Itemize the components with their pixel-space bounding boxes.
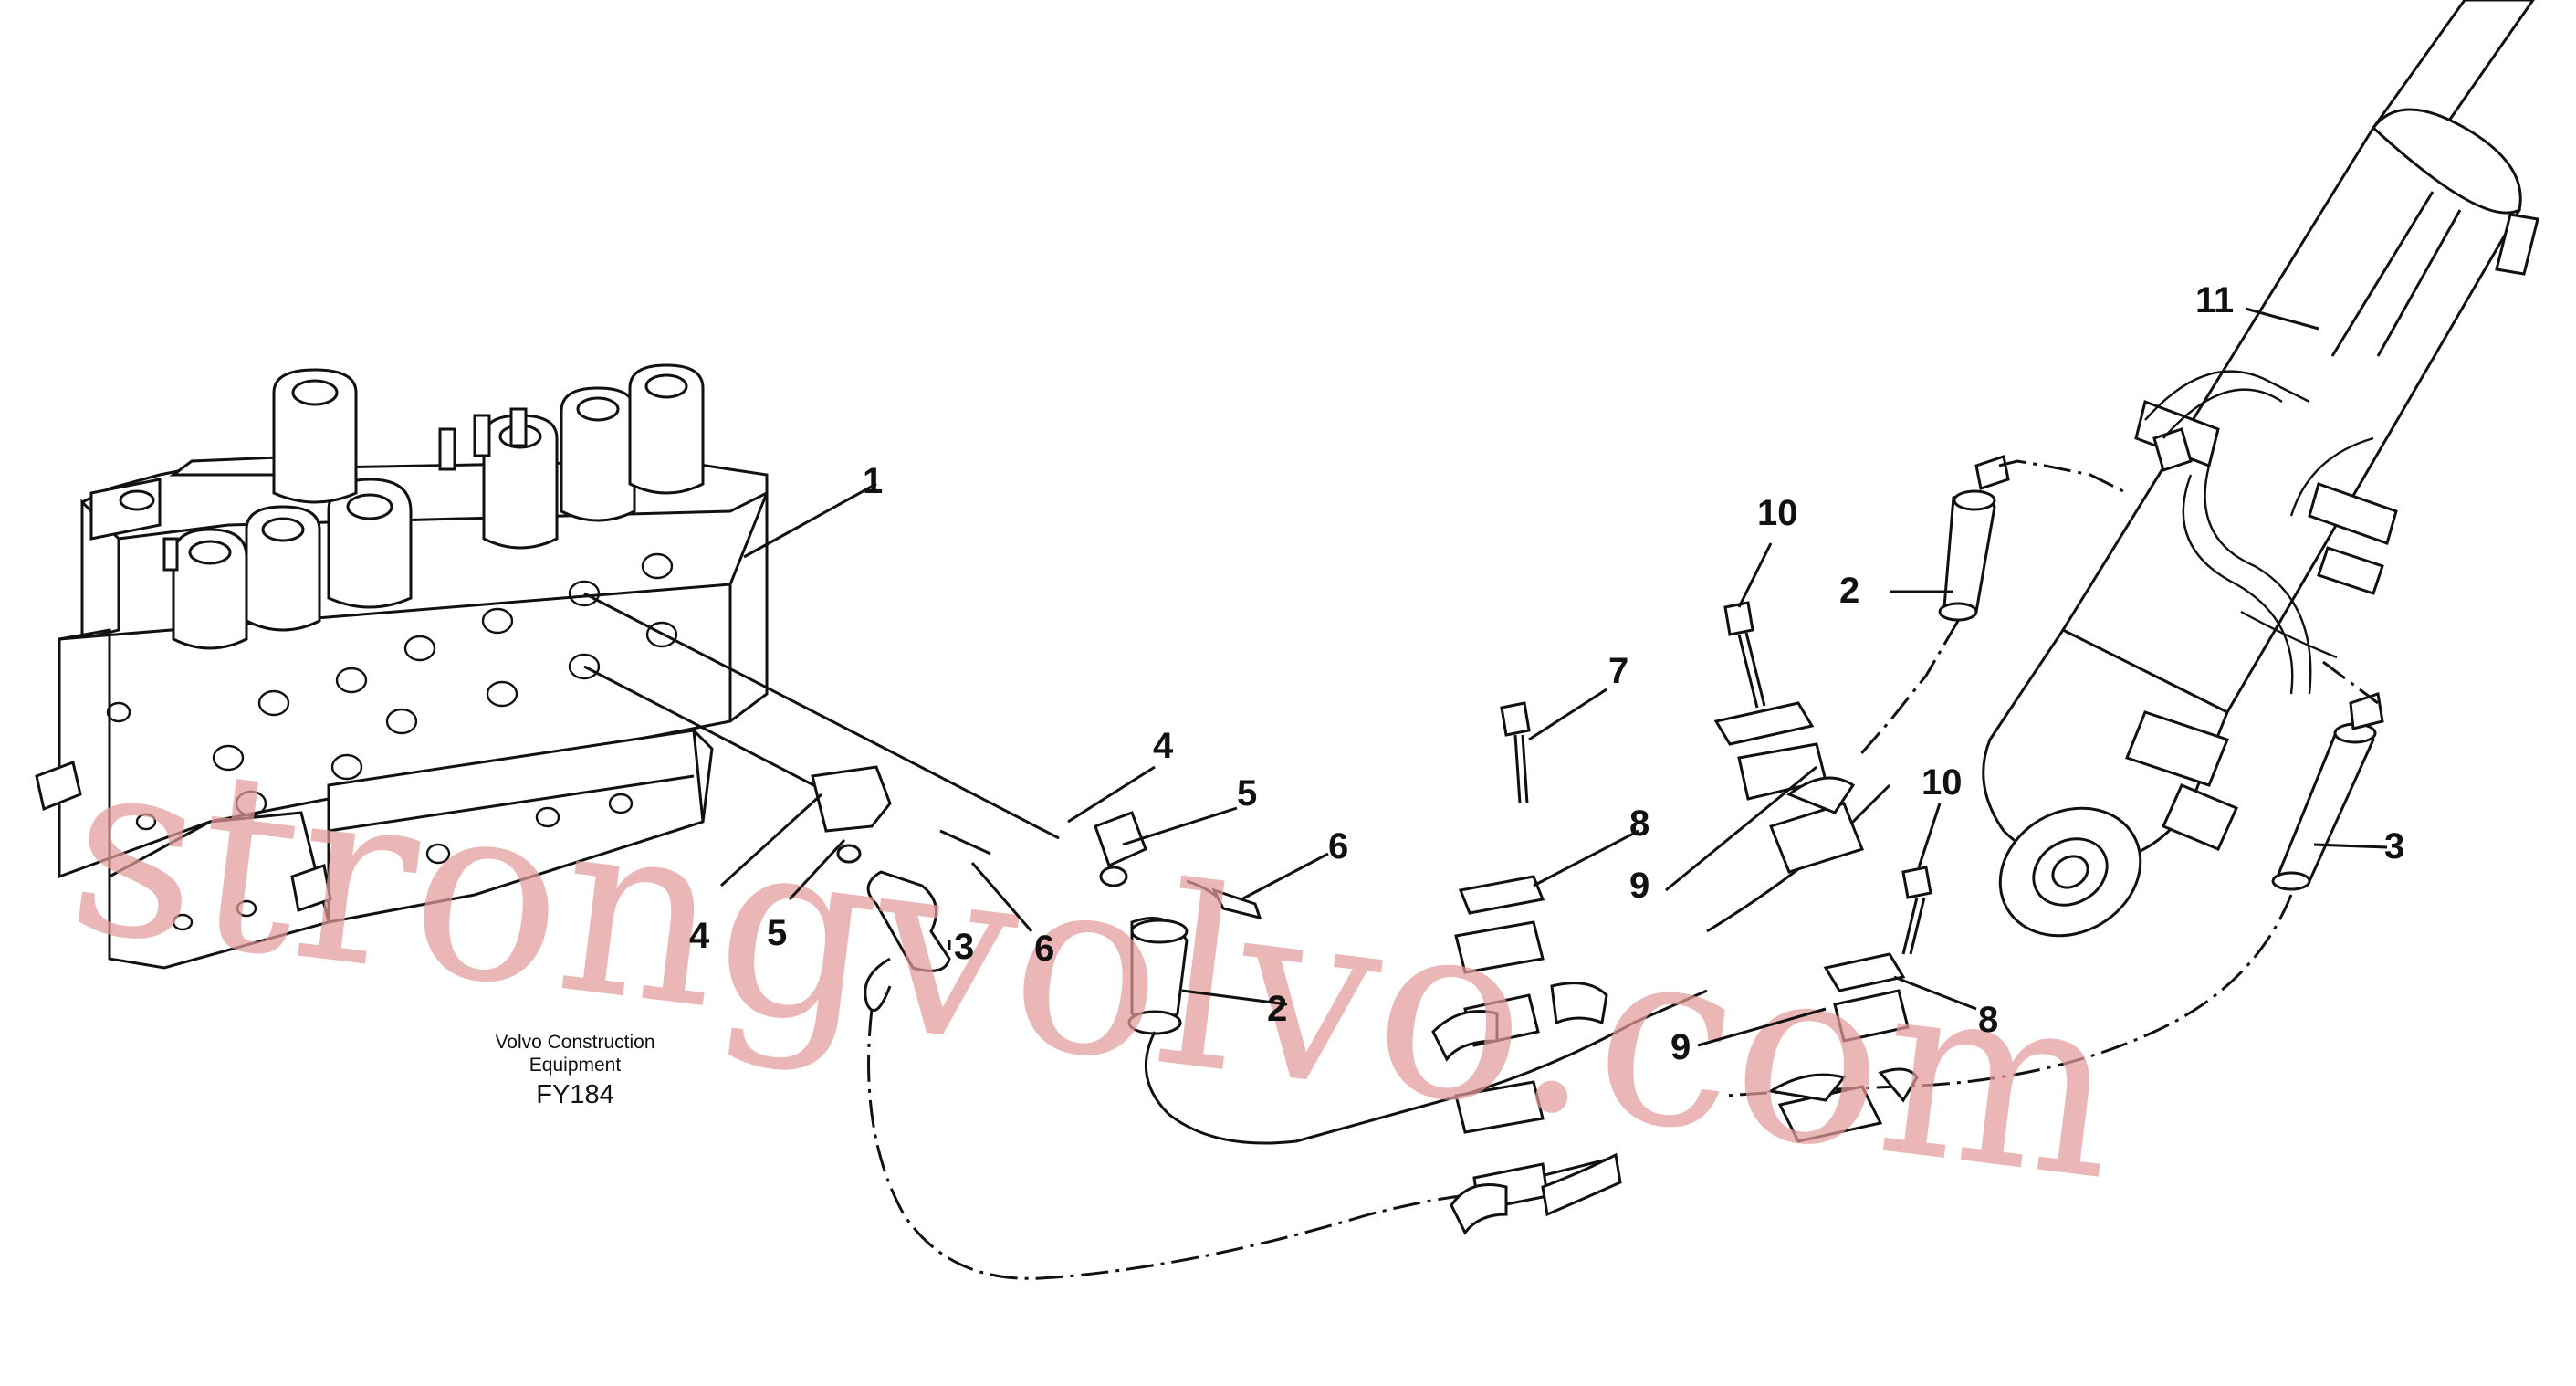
callout-6: 6 [1034,929,1054,969]
callout-2: 2 [1839,571,1859,611]
callout-8: 8 [1978,1000,1998,1040]
callout-labels: 1 2 2 3 3 4 4 5 5 6 6 7 8 8 9 9 10 10 11 [689,280,2404,1067]
callout-9: 9 [1670,1027,1691,1067]
figure-code: FY184 [536,1080,613,1109]
callout-3: 3 [954,927,974,967]
hose-clamps [1431,601,1932,1235]
callout-4: 4 [1153,726,1174,766]
callout-10: 10 [1757,493,1798,533]
caption-line-1: Volvo Construction [495,1032,654,1053]
figure-caption: Volvo Construction Equipment FY184 [495,1032,654,1109]
callout-6: 6 [1328,826,1348,866]
callout-4: 4 [689,916,710,956]
callout-1: 1 [863,461,883,501]
caption-line-2: Equipment [529,1055,622,1076]
callout-2: 2 [1267,989,1287,1029]
callout-5: 5 [1237,773,1257,814]
callout-10: 10 [1922,762,1963,803]
callout-9: 9 [1629,866,1649,906]
leader-lines [719,307,2388,1047]
control-valve-block [35,363,769,970]
callout-7: 7 [1608,651,1628,691]
hydraulic-cylinder [1982,0,2539,938]
solenoid-coils [89,363,705,650]
callout-5: 5 [767,913,787,953]
callout-3: 3 [2384,826,2404,866]
callout-8: 8 [1629,803,1649,844]
callout-11: 11 [2195,280,2234,320]
